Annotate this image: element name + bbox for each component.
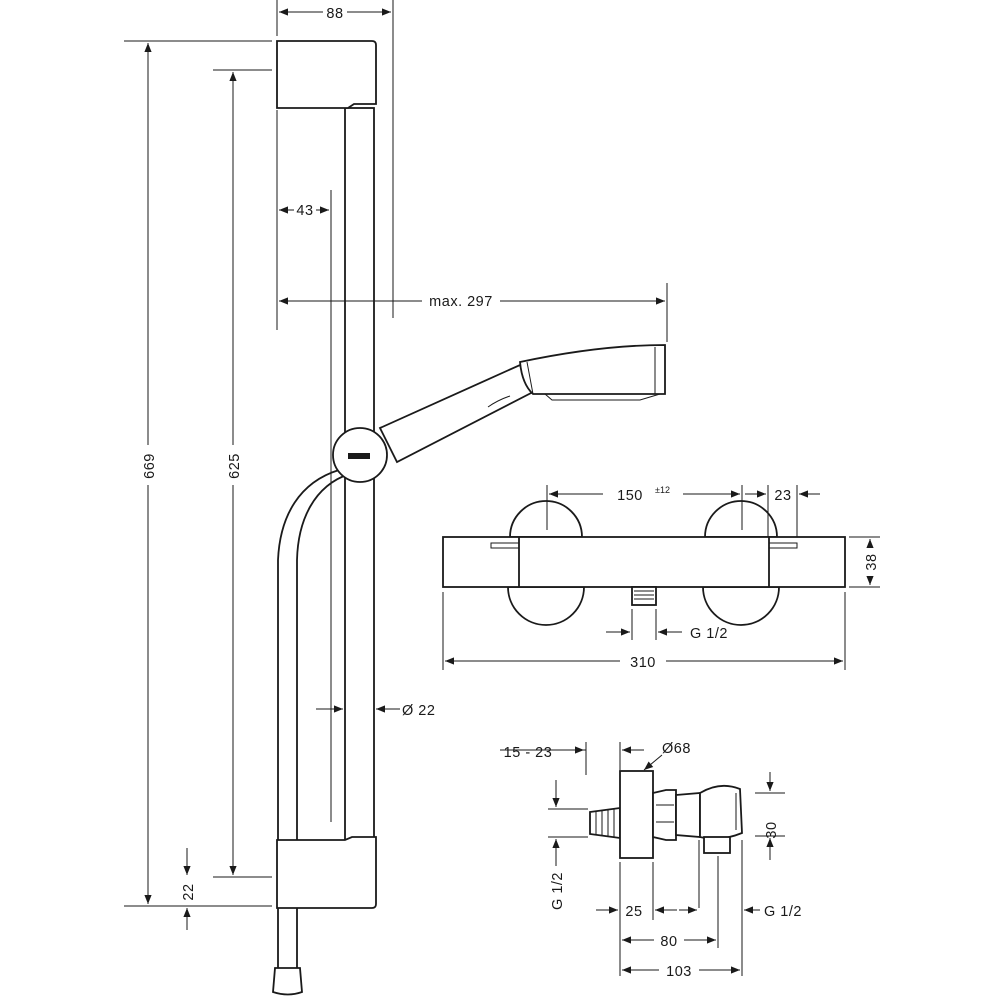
dim-height-38: 38	[864, 553, 880, 570]
dim-width-88: 88	[326, 6, 343, 22]
dim-connection-150: 150	[617, 488, 643, 504]
dim-depth-80: 80	[660, 934, 677, 950]
hose-nut	[272, 967, 303, 996]
dim-depth-25: 25	[625, 904, 642, 920]
dim-height-669: 669	[142, 453, 158, 479]
dim-offset-43: 43	[296, 203, 313, 219]
top-wall-bracket	[276, 40, 377, 109]
shower-rail-set	[272, 40, 666, 996]
dim-inlet-thread: G 1/2	[550, 872, 566, 910]
union-nut	[652, 789, 677, 841]
dim-outlet-height-30: 30	[764, 821, 780, 838]
escutcheon	[619, 770, 654, 859]
dim-reach-297: max. 297	[429, 294, 493, 310]
dim-tolerance: ±12	[655, 485, 670, 495]
outlet-nut	[703, 836, 731, 854]
dim-projection: 15 - 23	[504, 745, 553, 761]
dim-holder-625: 625	[227, 453, 243, 479]
dim-escutcheon-diameter: Ø68	[662, 741, 691, 757]
slider-mark	[348, 453, 370, 459]
dim-outlet-thread-side: G 1/2	[764, 904, 802, 920]
dim-depth-103: 103	[666, 964, 692, 980]
dim-end-23: 23	[774, 488, 791, 504]
dim-rail-diameter: Ø 22	[402, 703, 435, 719]
rail-dimensions: 88 669 625 22 43 max. 297 Ø 22	[124, 0, 668, 930]
outlet-connector	[631, 586, 657, 606]
bottom-wall-bracket	[276, 836, 377, 909]
thermostat-front-view	[442, 500, 846, 626]
thermostat-body	[442, 536, 846, 588]
thermostat-side-dimensions: 15 - 23 Ø68 30 G 1/2 25 G 1/2 80	[500, 741, 802, 980]
thermostat-side-view	[589, 770, 743, 859]
thermostat-front-dimensions: 150 ±12 23 38 G 1/2 310	[442, 482, 880, 671]
inlet-thread	[589, 806, 621, 840]
shower-hose	[277, 469, 340, 840]
dim-bottom-22: 22	[181, 883, 197, 900]
hand-shower	[378, 344, 666, 464]
dim-length-310: 310	[630, 655, 656, 671]
dim-outlet-thread: G 1/2	[690, 626, 728, 642]
